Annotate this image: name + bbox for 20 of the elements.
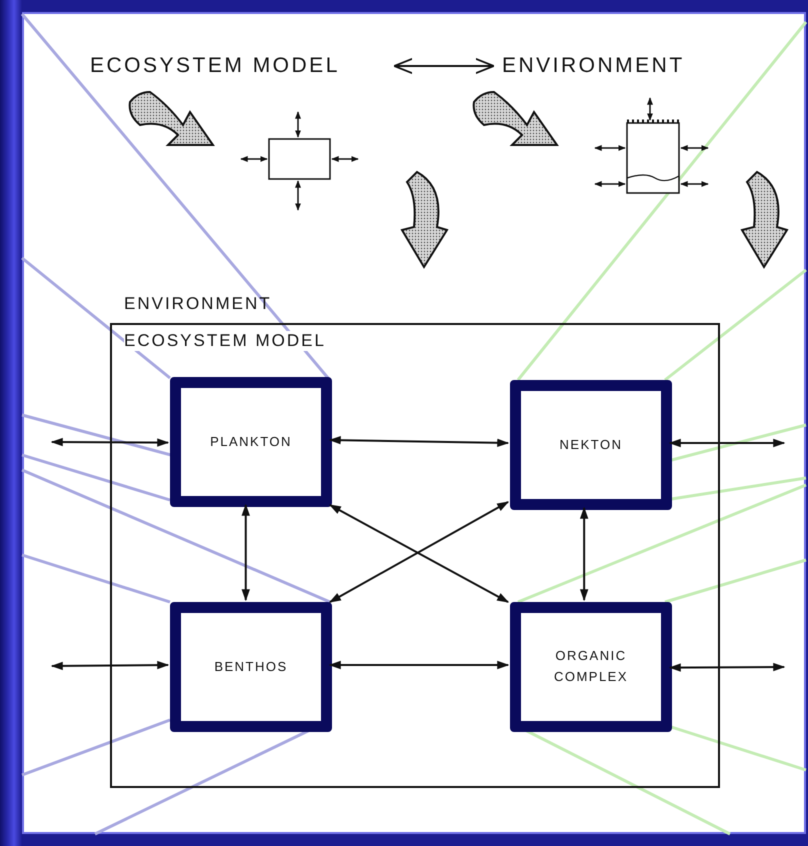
environment-label: ENVIRONMENT	[124, 294, 272, 314]
arrow	[393, 58, 495, 74]
box-label: NEKTON	[560, 436, 622, 454]
component-box	[510, 602, 672, 732]
component-box	[170, 377, 332, 507]
component-box	[510, 380, 672, 510]
arrow	[328, 436, 510, 448]
boundary-heading: ECOSYSTEM MODEL	[124, 331, 326, 351]
arrow	[328, 660, 510, 670]
arrow	[668, 662, 786, 672]
arrow	[242, 504, 250, 602]
box-label: PLANKTON	[210, 432, 292, 451]
arrow	[50, 660, 170, 670]
arrow	[668, 438, 786, 448]
box-label: BENTHOS	[214, 658, 288, 676]
arrow	[50, 438, 170, 447]
box-label: ORGANIC COMPLEX	[552, 647, 630, 686]
model-boundary	[110, 323, 720, 788]
component-box	[170, 602, 332, 732]
arrow	[580, 506, 588, 602]
